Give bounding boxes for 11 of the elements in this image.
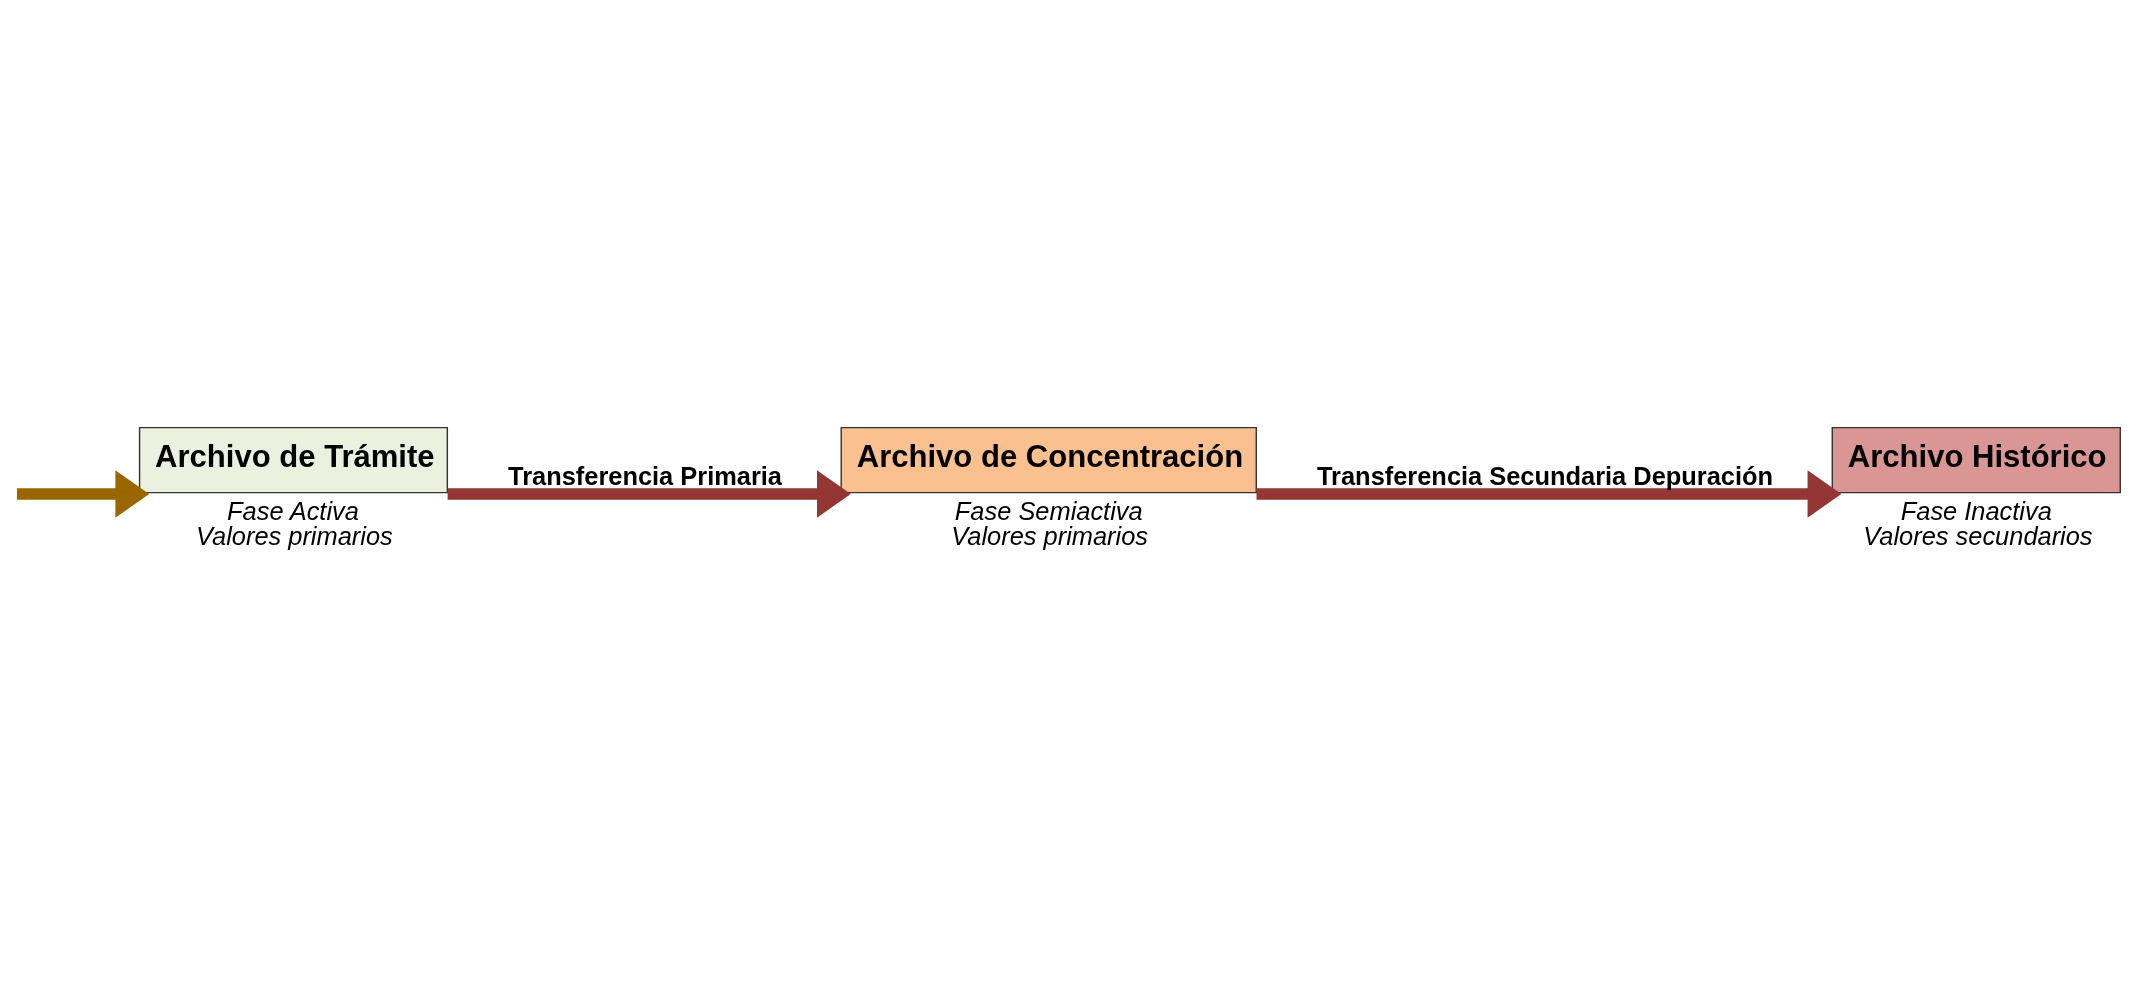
- node-label: Valores secundarios: [1863, 522, 2093, 551]
- arrow: [447, 470, 851, 518]
- node-label: Fase Semiactiva: [954, 496, 1143, 525]
- node-label: Fase Inactiva: [1900, 496, 2052, 525]
- edge-label: Transferencia Secundaria Depuración: [1316, 461, 1774, 490]
- arrow: [16, 470, 150, 518]
- node-label: Valores primarios: [951, 522, 1149, 551]
- node-label: Valores primarios: [196, 522, 393, 551]
- arrow: [1256, 470, 1842, 518]
- edge-label: Transferencia Primaria: [508, 461, 783, 490]
- node-label: Fase Activa: [227, 496, 359, 525]
